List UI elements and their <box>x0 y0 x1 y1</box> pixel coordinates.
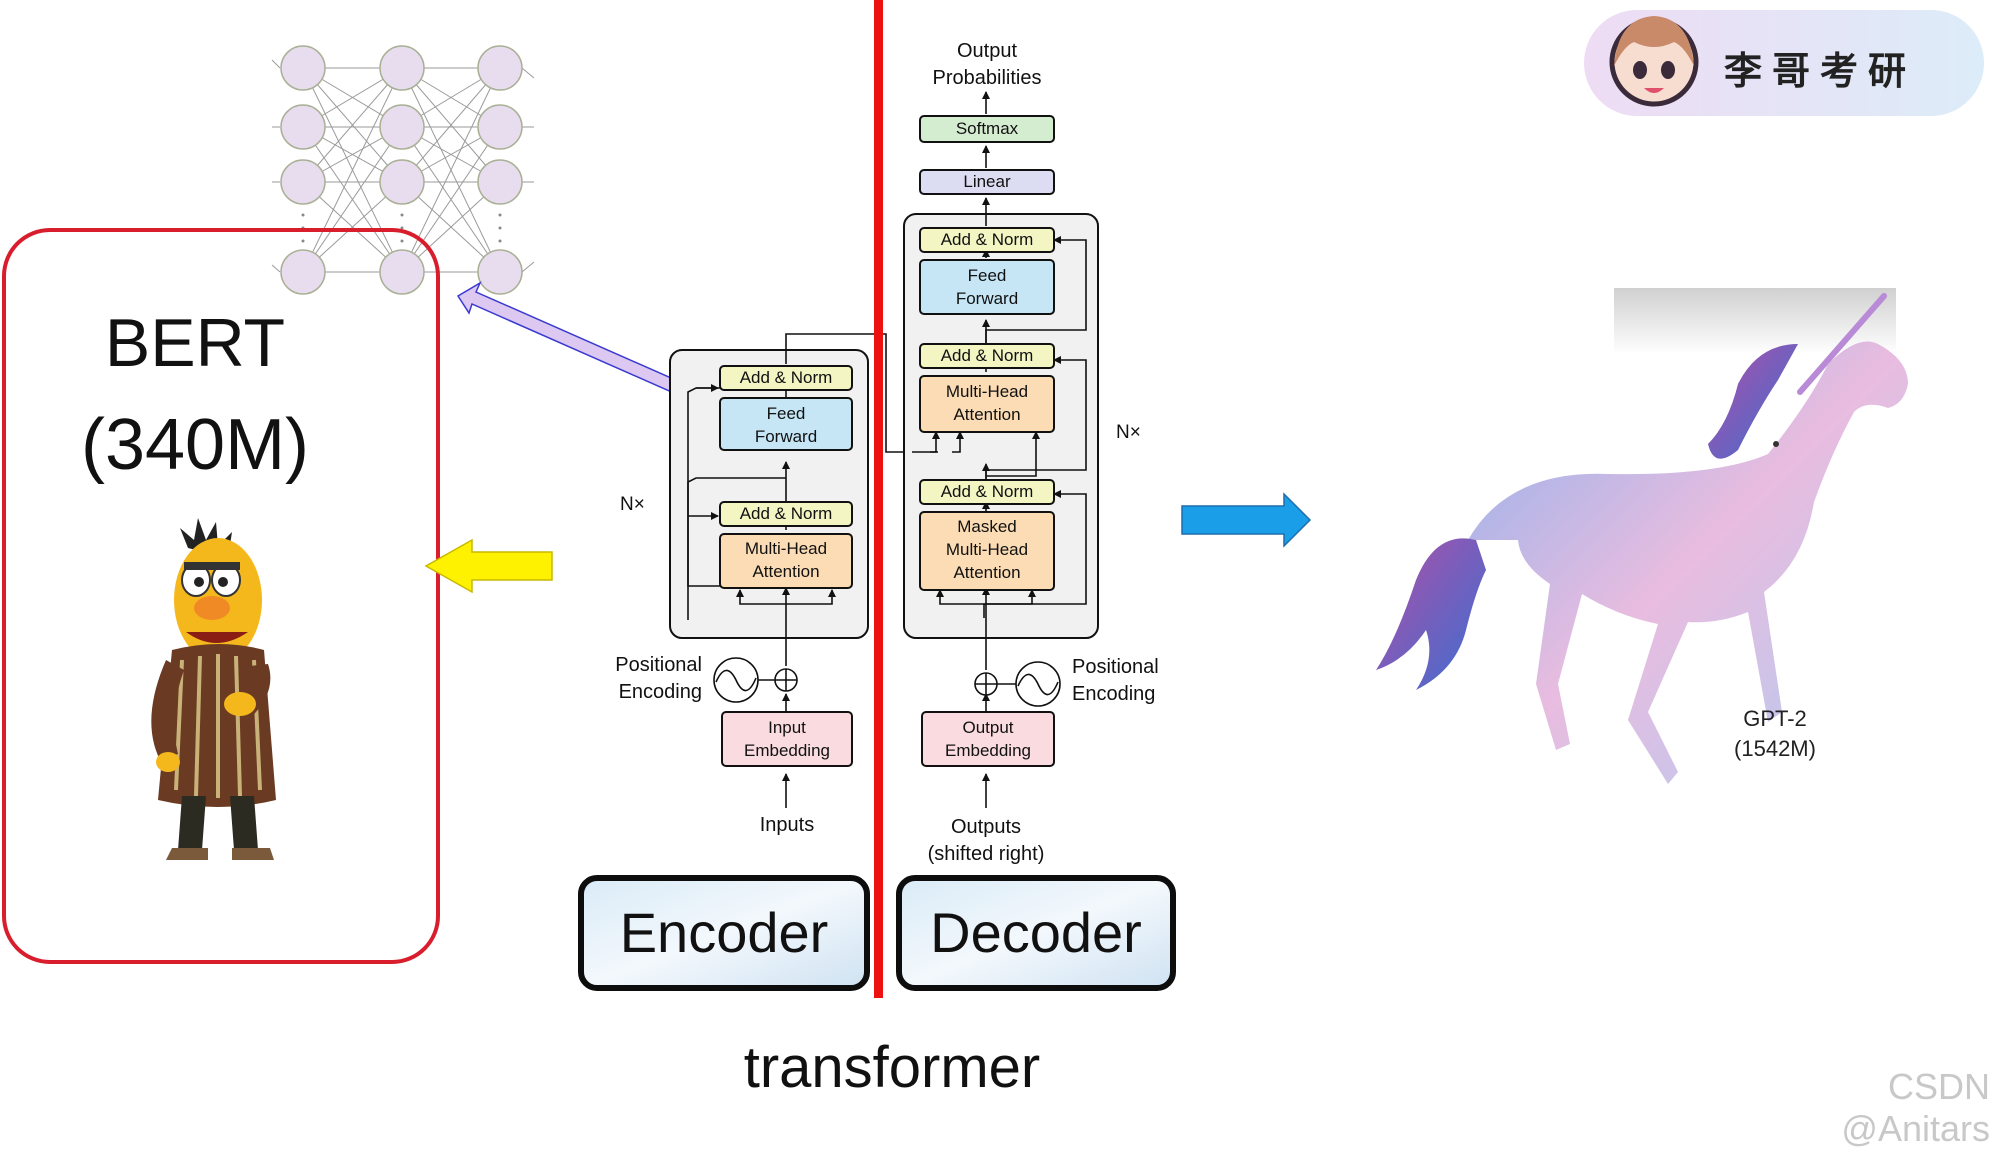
decoder-output-probs-line-2: Probabilities <box>932 67 1042 89</box>
bert-params: (340M) <box>80 405 310 485</box>
bert-title: BERT <box>104 305 286 381</box>
encoder-label: Encoder <box>619 901 829 964</box>
blue-arrow-right-icon <box>1181 492 1312 548</box>
yellow-arrow-left-icon <box>424 538 553 594</box>
decoder-label-box <box>896 875 1176 991</box>
encoder-positional-line-2: Encoding <box>618 681 702 703</box>
decoder-output-probabilities: Output Probabilities <box>904 38 1070 92</box>
gpt2-title: GPT-2 <box>1743 706 1807 731</box>
encoder-embedding-line-2: Embedding <box>743 741 830 760</box>
decoder-output-embedding: Output Embedding <box>922 716 1054 762</box>
decoder-embedding-line-1: Output <box>962 718 1014 737</box>
decoder-attention-line-2: Attention <box>953 405 1021 424</box>
decoder-positional-line-2: Encoding <box>1072 683 1156 705</box>
decoder-outputs-line-1: Outputs <box>950 816 1022 838</box>
decoder-positional-line-1: Positional <box>1072 656 1159 678</box>
neural-network-diagram <box>271 45 535 295</box>
encoder-embedding-line-1: Input <box>768 718 806 737</box>
decoder-masked-attention: Masked Multi-Head Attention <box>920 515 1054 584</box>
encoder-positional-line-1: Positional <box>615 654 702 676</box>
encoder-feed-forward: Feed Forward <box>720 402 852 448</box>
decoder-attention: Multi-Head Attention <box>920 380 1054 426</box>
decoder-outputs: Outputs (shifted right) <box>900 814 1072 868</box>
decoder-output-probs-line-1: Output <box>956 40 1018 62</box>
encoder-add-norm-2: Add & Norm <box>739 504 833 523</box>
badge-text: 李哥考研 <box>1724 51 1917 93</box>
decoder-masked-line-2: Multi-Head <box>945 540 1029 559</box>
encoder-attention-line-2: Attention <box>752 562 820 581</box>
encoder-feed-forward-line-1: Feed <box>766 404 806 423</box>
decoder-softmax: Softmax <box>955 119 1019 138</box>
decoder-positional-encoding: Positional Encoding <box>1072 654 1159 708</box>
decoder-masked-line-3: Attention <box>953 563 1021 582</box>
encoder-attention: Multi-Head Attention <box>720 537 852 583</box>
slide-canvas <box>2 0 1984 998</box>
gpt2-params: (1542M) <box>1734 736 1816 761</box>
bert-puppet-illustration <box>151 518 276 860</box>
decoder-masked-line-1: Masked <box>957 517 1017 536</box>
encoder-add-norm-1: Add & Norm <box>739 368 833 387</box>
decoder-outputs-line-2: (shifted right) <box>927 843 1045 865</box>
decoder-feed-forward-line-2: Forward <box>955 289 1019 308</box>
encoder-feed-forward-line-2: Forward <box>754 427 818 446</box>
red-divider <box>874 0 883 998</box>
decoder-add-norm-low: Add & Norm <box>940 482 1034 501</box>
decoder-feed-forward-line-1: Feed <box>967 266 1007 285</box>
decoder-feed-forward: Feed Forward <box>920 264 1054 310</box>
encoder-positional-encoding: Positional Encoding <box>600 652 702 706</box>
encoder-nx: N× <box>620 494 645 515</box>
decoder-label: Decoder <box>930 901 1142 964</box>
unicorn-illustration <box>1376 293 1908 784</box>
credit-watermark: CSDN @Anitars <box>1841 1066 1990 1149</box>
bert-frame <box>2 228 440 964</box>
encoder-label-box <box>578 875 870 991</box>
decoder-diagram <box>903 91 1099 808</box>
avatar <box>1609 16 1699 107</box>
encoder-inputs: Inputs <box>759 814 815 836</box>
decoder-attention-line-1: Multi-Head <box>945 382 1029 401</box>
encoder-attention-line-1: Multi-Head <box>744 539 828 558</box>
decoder-linear: Linear <box>963 172 1011 191</box>
caption-transformer: transformer <box>743 1035 1041 1100</box>
encoder-diagram <box>669 333 930 808</box>
decoder-add-norm-top: Add & Norm <box>940 230 1034 249</box>
decoder-nx: N× <box>1116 422 1141 443</box>
image-shade <box>1614 288 1896 354</box>
gpt2-label: GPT-2 (1542M) <box>1700 704 1850 764</box>
decoder-add-norm-mid: Add & Norm <box>940 346 1034 365</box>
encoder-input-embedding: Input Embedding <box>722 716 852 762</box>
decoder-embedding-line-2: Embedding <box>944 741 1031 760</box>
